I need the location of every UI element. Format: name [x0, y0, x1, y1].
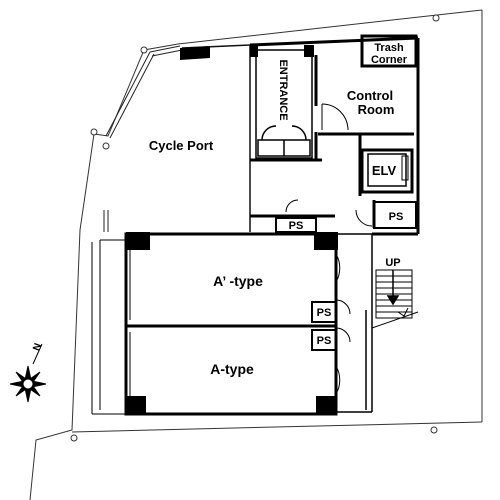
- column: [304, 45, 314, 57]
- unit-a-door: [335, 365, 341, 395]
- site-boundary: [29, 9, 483, 500]
- elevator-label: ELV: [372, 163, 397, 178]
- compass-north-label: N: [31, 342, 44, 353]
- trash-corner-label-line2: Corner: [371, 54, 408, 66]
- control-room-label-line2: Room: [358, 102, 395, 117]
- balcony: [91, 239, 126, 415]
- compass-rose: [9, 343, 47, 403]
- fence: [103, 45, 183, 232]
- ps-label-corridor: PS: [289, 220, 304, 232]
- unit-a-label: A-type: [210, 361, 254, 377]
- unit-a-prime-columns: [126, 232, 338, 250]
- site-corner-markers: [70, 14, 440, 442]
- control-room-door: [321, 103, 349, 131]
- control-room-label-line1: Control: [347, 88, 393, 103]
- ps-shafts-units: [311, 299, 351, 351]
- ps-label-unit-upper: PS: [317, 307, 332, 319]
- unit-a-walls: [124, 324, 338, 416]
- stair-up-label: UP: [385, 257, 400, 269]
- corridor-walls: [336, 233, 373, 413]
- unit-a-prime-door: [335, 253, 341, 283]
- ps-label-elevator: PS: [389, 211, 404, 223]
- ps-shaft-corridor: [275, 199, 317, 233]
- unit-a-prime-label: A’ -type: [213, 273, 263, 289]
- cycle-port-label: Cycle Port: [149, 138, 214, 153]
- unit-a-columns: [126, 396, 336, 414]
- stair-up-arrow: [386, 270, 400, 306]
- entrance-area: [255, 49, 313, 159]
- trash-corner-label-line1: Trash: [374, 42, 404, 54]
- building-walls: [249, 36, 420, 236]
- trash-corner: [360, 34, 418, 68]
- elevator: [360, 148, 414, 194]
- entrance-label: ENTRANCE: [277, 59, 289, 120]
- column: [250, 45, 258, 57]
- ps-label-unit-lower: PS: [317, 335, 332, 347]
- control-room: [314, 55, 414, 196]
- ps-shaft-elevator: [355, 200, 417, 229]
- column: [180, 46, 210, 60]
